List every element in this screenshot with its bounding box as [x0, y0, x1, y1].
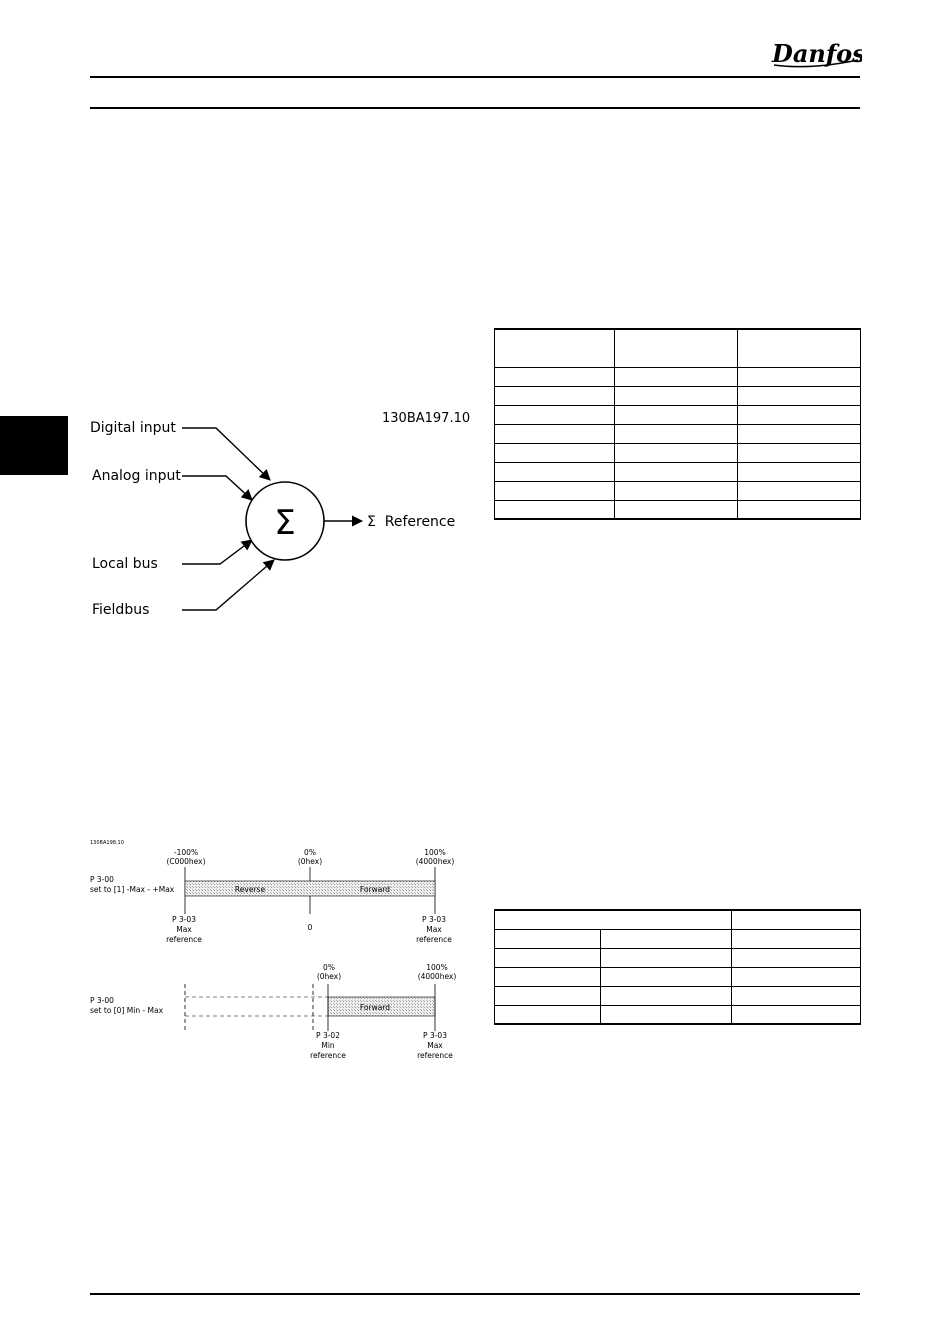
table-row [494, 947, 861, 968]
reverse-label: Reverse [235, 885, 266, 894]
sum-symbol: Σ [274, 503, 295, 543]
digital-connector [182, 427, 271, 481]
top-range-bar [184, 880, 436, 897]
top-right-ref-2: Max [426, 925, 442, 934]
header-rule-bottom [90, 107, 860, 109]
bottom-right-pct: 100% [426, 963, 447, 972]
top-left-ref-1: P 3-03 [172, 915, 196, 924]
input-label-localbus: Local bus [92, 556, 158, 572]
output-label: Σ Reference [367, 514, 455, 530]
table-header-row [494, 909, 861, 930]
parameter-table-1 [494, 328, 861, 520]
footer-rule [90, 1293, 860, 1295]
top-right-ref-1: P 3-03 [422, 915, 446, 924]
top-left-ref-3: reference [166, 935, 202, 944]
reference-summation-figure: 130BA197.10 Digital input Analog input L… [90, 411, 470, 618]
header-rule-top [90, 76, 860, 78]
parameter-table-2 [494, 909, 861, 1025]
top-left-hex: (C000hex) [166, 857, 205, 866]
top-setting-line2: set to [1] -Max - +Max [90, 885, 175, 894]
figure-id-label: 130BA198.10 [90, 840, 124, 846]
localbus-connector [182, 539, 253, 565]
bottom-setting-line1: P 3-00 [90, 996, 114, 1005]
reference-range-figure: 130BA198.10 -100% (C000hex) 0% (0hex) 10… [90, 840, 457, 1060]
figure-id-label: 130BA197.10 [382, 411, 470, 426]
top-right-ref-3: reference [416, 935, 452, 944]
analog-connector [182, 475, 253, 501]
input-label-analog: Analog input [92, 468, 181, 484]
bottom-min-ref-3: reference [310, 1051, 346, 1060]
table-row [494, 442, 861, 463]
chapter-tab [0, 416, 68, 475]
bottom-forward-label: Forward [360, 1003, 390, 1012]
top-left-ref-2: Max [176, 925, 192, 934]
bottom-setting-line2: set to [0] Min - Max [90, 1006, 164, 1015]
svg-text:Danfoss: Danfoss [771, 39, 862, 68]
bottom-right-hex: (4000hex) [418, 972, 457, 981]
top-forward-label: Forward [360, 885, 390, 894]
table-row [494, 499, 861, 520]
table-row [494, 985, 861, 1006]
top-right-hex: (4000hex) [416, 857, 455, 866]
table-row [494, 385, 861, 406]
table-row [494, 1004, 861, 1025]
table-row [494, 928, 861, 949]
table-row [494, 404, 861, 425]
table-row [494, 423, 861, 444]
top-setting-line1: P 3-00 [90, 875, 114, 884]
input-label-fieldbus: Fieldbus [92, 602, 149, 618]
bottom-max-ref-3: reference [417, 1051, 453, 1060]
danfoss-logo: Danfoss [770, 34, 880, 70]
top-left-pct: -100% [174, 848, 198, 857]
bottom-max-ref-2: Max [427, 1041, 443, 1050]
table-row [494, 480, 861, 501]
bottom-min-ref-1: P 3-02 [316, 1031, 340, 1040]
table-header-row [494, 328, 861, 368]
top-mid-pct: 0% [304, 848, 316, 857]
top-right-pct: 100% [424, 848, 445, 857]
top-zero-label: 0 [308, 923, 313, 932]
bottom-min-ref-2: Min [321, 1041, 335, 1050]
table-row [494, 461, 861, 482]
bottom-mid-pct: 0% [323, 963, 335, 972]
table-row [494, 966, 861, 987]
table-row [494, 366, 861, 387]
input-label-digital: Digital input [90, 420, 176, 436]
bottom-mid-hex: (0hex) [317, 972, 341, 981]
bottom-max-ref-1: P 3-03 [423, 1031, 447, 1040]
top-mid-hex: (0hex) [298, 857, 322, 866]
fieldbus-connector [182, 559, 275, 611]
